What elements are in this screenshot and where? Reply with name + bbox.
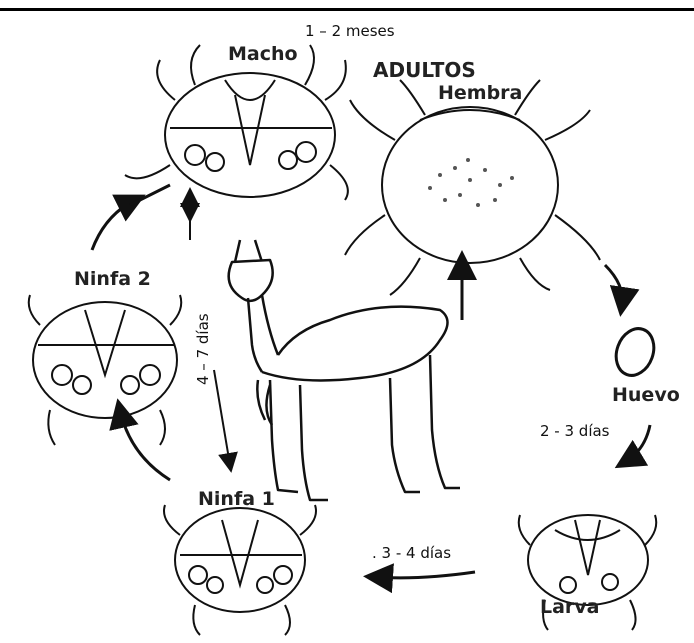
alpaca — [229, 240, 460, 500]
duration-huevo-larva-label: 2 - 3 días — [540, 424, 610, 439]
adults-label: ADULTOS — [373, 60, 476, 80]
mite-ninfa1 — [164, 505, 316, 635]
hembra-label: Hembra — [438, 84, 522, 103]
mite-ninfa2 — [29, 295, 182, 445]
huevo-label: Huevo — [612, 386, 680, 405]
ninfa2-label: Ninfa 2 — [74, 270, 151, 289]
mite-hembra — [345, 80, 600, 295]
duration-larva-ninfa1-label: . 3 - 4 días — [372, 546, 451, 561]
ninfa1-label: Ninfa 1 — [198, 490, 275, 509]
macho-label: Macho — [228, 45, 298, 64]
egg — [610, 323, 660, 380]
larva-label: Larva — [540, 598, 600, 617]
duration-adults-label: 1 – 2 meses — [305, 24, 395, 39]
duration-ninfas-label: 4 – 7 días — [196, 313, 211, 385]
mite-macho — [125, 45, 348, 200]
